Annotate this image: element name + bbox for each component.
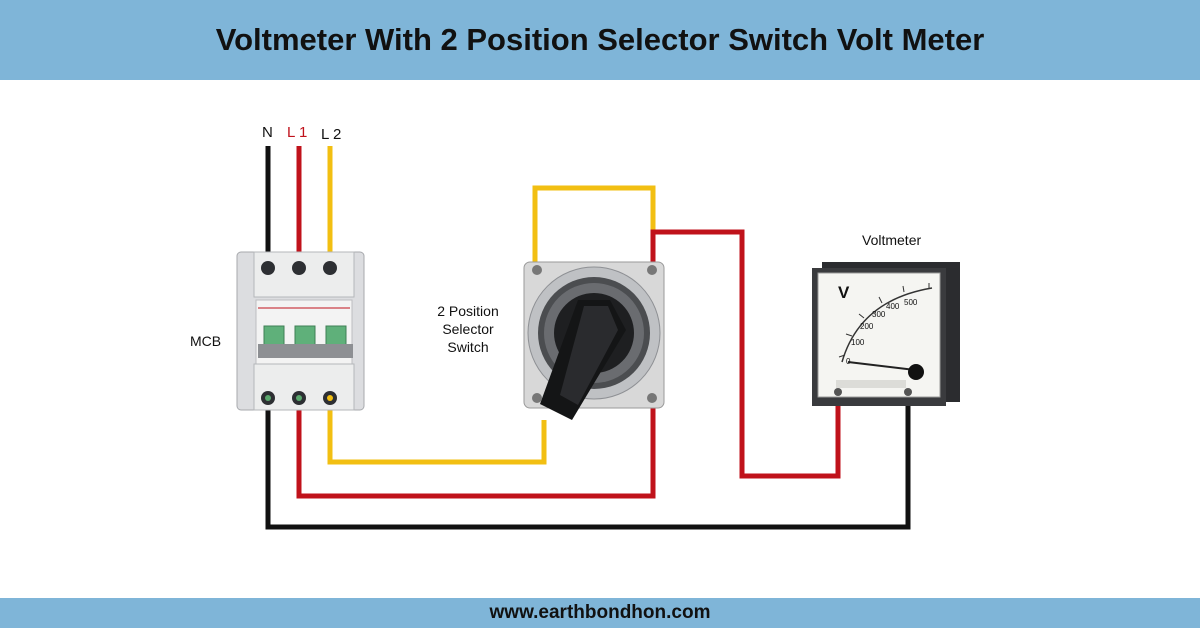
selector-switch-label: 2 Position Selector Switch — [418, 302, 518, 356]
switch-bridge-wire — [532, 185, 656, 268]
selector-switch-label-line-1: 2 Position — [437, 303, 499, 319]
scale-mark-500: 500 — [904, 298, 918, 307]
website-link[interactable]: www.earthbondhon.com — [489, 602, 711, 623]
voltmeter-label: Voltmeter — [862, 232, 922, 248]
footer-banner: www.earthbondhon.com — [0, 598, 1200, 628]
scale-mark-100: 100 — [851, 338, 865, 347]
l2-mcb-to-switch-wire — [327, 398, 547, 465]
l1-terminal-label: L 1 — [287, 124, 308, 141]
title-banner: Voltmeter With 2 Position Selector Switc… — [0, 0, 1200, 80]
selector-switch-label-line-3: Switch — [447, 339, 489, 355]
scale-mark-300: 300 — [872, 310, 886, 319]
voltmeter-unit: V — [838, 283, 850, 302]
l1-mcb-to-switch-wire — [296, 392, 656, 499]
voltmeter-instrument — [812, 262, 960, 406]
switch-to-voltmeter-wire — [650, 229, 841, 479]
mcb-breaker — [236, 251, 365, 411]
neutral-to-voltmeter-wire — [265, 392, 911, 530]
scale-mark-0: 0 — [846, 357, 851, 366]
scale-mark-200: 200 — [860, 322, 874, 331]
l2-terminal-label: L 2 — [321, 126, 342, 143]
page-title: Voltmeter With 2 Position Selector Switc… — [215, 22, 985, 57]
scale-mark-400: 400 — [886, 302, 900, 311]
neutral-terminal-label: N — [262, 124, 273, 141]
mcb-label: MCB — [190, 333, 222, 349]
selector-switch-label-line-2: Selector — [442, 321, 494, 337]
selector-switch — [523, 261, 665, 420]
